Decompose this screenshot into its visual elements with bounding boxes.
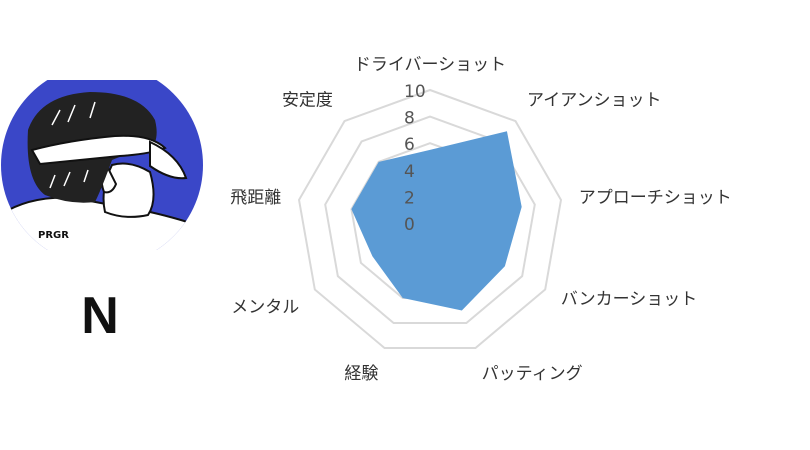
tick-label: 6 xyxy=(404,135,415,155)
grid-ring xyxy=(297,88,563,349)
axis-label: アプローチショット xyxy=(579,188,732,208)
axis-label: 安定度 xyxy=(282,90,333,110)
hair-strokes xyxy=(49,101,96,189)
axis-label: メンタル xyxy=(231,298,299,318)
tick-label: 0 xyxy=(404,215,415,235)
player-name: N xyxy=(81,287,119,345)
radar-series xyxy=(351,131,522,311)
tick-label: 10 xyxy=(404,82,426,102)
visor-brim xyxy=(149,140,188,180)
axis-label: 経験 xyxy=(344,364,378,384)
tick-label: 8 xyxy=(404,109,415,129)
tick-label: 2 xyxy=(404,188,415,208)
axis-label: パッティング xyxy=(482,364,583,384)
axis-label: アイアンショット xyxy=(527,90,661,110)
player-avatar: PRGR xyxy=(1,80,203,250)
grid-ring xyxy=(324,115,536,324)
radar-axis-labels: ドライバーショットアイアンショットアプローチショットバンカーショットパッティング… xyxy=(230,55,731,384)
axis-label: バンカーショット xyxy=(561,290,698,310)
axis-label: 飛距離 xyxy=(230,188,281,208)
shirt-logo-text: PRGR xyxy=(38,230,69,241)
visor-band xyxy=(30,134,167,166)
tick-label: 4 xyxy=(404,162,415,182)
series-area xyxy=(351,131,522,311)
axis-label: ドライバーショット xyxy=(354,55,506,75)
radar-ticks: 0 2 4 6 8 10 xyxy=(404,82,426,235)
face-shape xyxy=(102,162,155,218)
